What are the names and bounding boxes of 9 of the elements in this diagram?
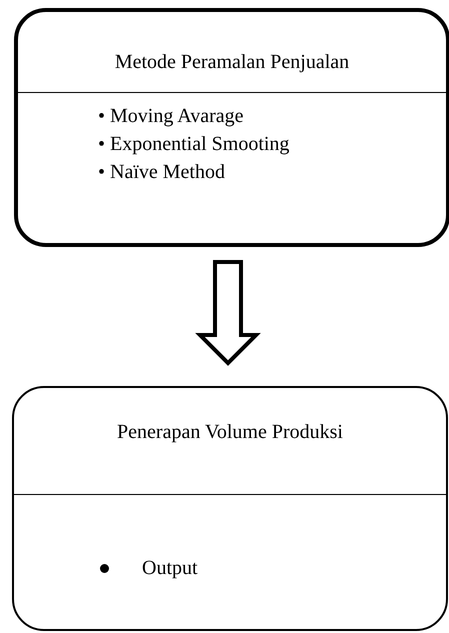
block-arrow bbox=[195, 260, 261, 366]
list-item: • Exponential Smooting bbox=[98, 132, 290, 156]
list-item: • Moving Avarage bbox=[98, 104, 244, 128]
rounded-box bbox=[12, 386, 448, 631]
list-item: Output bbox=[142, 556, 198, 580]
box-heading: Metode Peramalan Penjualan bbox=[114, 50, 350, 74]
box-heading: Penerapan Volume Produksi bbox=[116, 420, 344, 444]
rounded-box bbox=[14, 8, 449, 247]
list-item: • Naïve Method bbox=[98, 160, 225, 184]
